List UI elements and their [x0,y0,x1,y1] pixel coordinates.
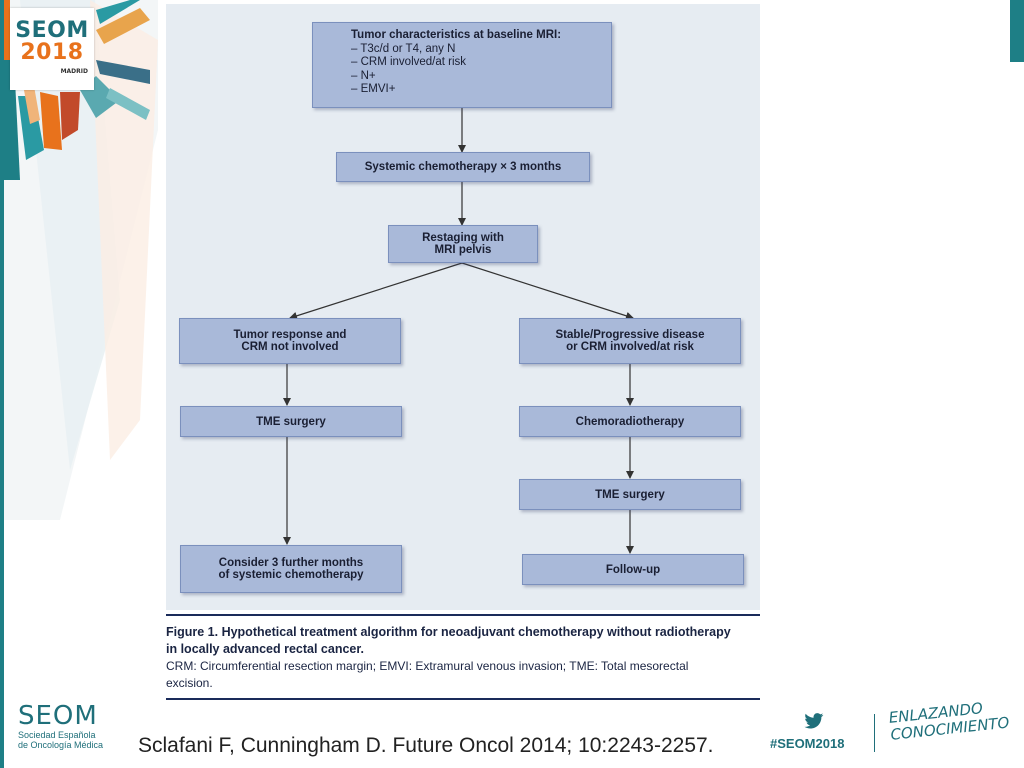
tagline-text: ENLAZANDO CONOCIMIENTO [888,697,1011,744]
node-tme-surgery-left: TME surgery [180,406,402,437]
logo-line-seom: SEOM [15,18,89,43]
flowchart-connectors [283,108,634,554]
node-further-chemo: Consider 3 further months of systemic ch… [180,545,402,593]
seom-logo-subtitle-1: Sociedad Española [18,730,96,740]
node-tumor-response: Tumor response and CRM not involved [179,318,401,364]
teal-edge-bar [0,0,4,768]
node-tme-surgery-right: TME surgery [519,479,741,510]
node-baseline-mri: Tumor characteristics at baseline MRI: –… [312,22,612,108]
caption-bottom-rule [166,698,760,700]
teal-corner-bar [1010,0,1024,62]
seom-logo-subtitle-2: de Oncología Médica [18,740,104,750]
caption-title-line2: in locally advanced rectal cancer. [166,642,365,656]
further-chemo-text: Consider 3 further months of systemic ch… [218,557,363,581]
decorative-banner [0,0,158,768]
baseline-item: – N+ [351,69,376,82]
caption-title: Figure 1. Hypothetical treatment algorit… [166,624,760,658]
tme-left-label: TME surgery [256,415,326,428]
baseline-item: – T3c/d or T4, any N [351,42,456,55]
chemoradio-label: Chemoradiotherapy [575,415,685,428]
response-text: Tumor response and CRM not involved [234,329,347,353]
caption-title-line1: Figure 1. Hypothetical treatment algorit… [166,625,731,639]
logo-line-city: MADRID [60,68,88,75]
followup-label: Follow-up [605,563,661,576]
node-progressive-disease: Stable/Progressive disease or CRM involv… [519,318,741,364]
flowchart-figure: Tumor characteristics at baseline MRI: –… [166,4,760,610]
caption-abbr-line1: CRM: Circumferential resection margin; E… [166,659,689,673]
seom-logo-text: SEOM [18,701,98,731]
baseline-item: – CRM involved/at risk [351,56,467,68]
baseline-title: Tumor characteristics at baseline MRI: [351,29,562,41]
figure-caption: Figure 1. Hypothetical treatment algorit… [166,614,760,700]
tme-right-label: TME surgery [595,488,665,501]
arrow-restaging-to-progressive [461,262,634,320]
further-chemo-line1: Consider 3 further months [218,557,364,569]
caption-abbreviations: CRM: Circumferential resection margin; E… [166,658,760,692]
baseline-item: – EMVI+ [351,83,396,95]
decorative-graphic [0,0,158,520]
further-chemo-line2: of systemic chemotherapy [218,569,364,581]
hashtag-text: #SEOM2018 [770,736,845,751]
restaging-text: Restaging with MRI pelvis [422,232,504,256]
footer-divider [874,714,875,752]
node-chemoradiotherapy: Chemoradiotherapy [519,406,741,437]
node-systemic-chemo: Systemic chemotherapy × 3 months [336,152,590,182]
seom-society-logo: SEOM Sociedad Española de Oncología Médi… [18,702,118,750]
progressive-text: Stable/Progressive disease or CRM involv… [556,329,705,353]
progressive-line1: Stable/Progressive disease [555,329,705,341]
arrow-restaging-to-response [289,262,463,320]
chemo-label: Systemic chemotherapy × 3 months [364,161,562,173]
restaging-line2: MRI pelvis [434,244,492,256]
caption-abbr-line2: excision. [166,676,213,690]
response-line2: CRM not involved [241,341,339,353]
restaging-line1: Restaging with [422,232,504,244]
logo-line-year: 2018 [20,40,84,65]
response-line1: Tumor response and [233,329,347,341]
progressive-line2: or CRM involved/at risk [566,341,694,353]
seom-2018-event-logo: SEOM 2018 MADRID [10,8,94,90]
twitter-icon[interactable] [804,713,824,729]
node-restaging: Restaging with MRI pelvis [388,225,538,263]
node-follow-up: Follow-up [522,554,744,585]
citation-text: Sclafani F, Cunningham D. Future Oncol 2… [138,734,714,757]
